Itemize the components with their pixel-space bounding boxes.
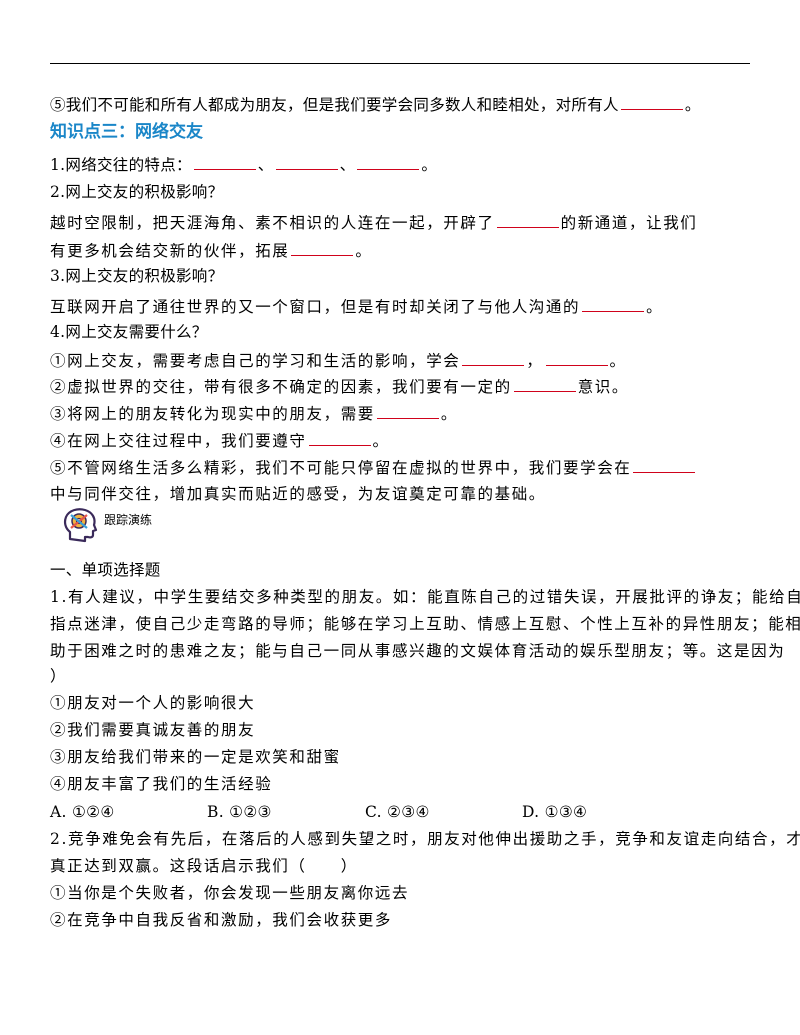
prev-item-5: ⑤我们不可能和所有人都成为朋友，但是我们要学会同多数人和睦相处，对所有人 。 (50, 94, 701, 115)
question-4-item-1: ①网上交友，需要考虑自己的学习和生活的影响，学会 ， 。 (50, 350, 627, 371)
answer-text: 互联网开启了通往世界的又一个窗口，但是有时却关闭了与他人沟通的 (50, 298, 581, 316)
answer-text: 的新通道，让我们 (560, 214, 698, 232)
question-type-heading: 一、单项选择题 (50, 561, 161, 579)
practice-label: 跟踪演练 (104, 513, 153, 527)
mc-question-2-statement-1: ①当你是个失败者，你会发现一些朋友离你远去 (50, 884, 410, 902)
answer-blank[interactable] (582, 296, 645, 312)
answer-blank[interactable] (308, 430, 371, 446)
answer-text: 意识。 (577, 378, 630, 396)
punctuation: 。 (609, 352, 627, 370)
question-4-item-5-cont: 中与同伴交往，增加真实而贴近的感受，为友谊奠定可靠的基础。 (50, 485, 546, 503)
question-2-answer-line-2: 有更多机会结交新的伙伴，拓展 。 (50, 240, 373, 261)
answer-text: ④在网上交往过程中，我们要遵守 (50, 432, 307, 450)
header-rule (50, 63, 750, 64)
answer-text: 越时空限制，把天涯海角、素不相识的人连在一起，开辟了 (50, 214, 495, 232)
question-2-answer-line-1: 越时空限制，把天涯海角、素不相识的人连在一起，开辟了 的新通道，让我们 (50, 212, 697, 233)
question-1-label: 1.网络交往的特点： (50, 156, 192, 174)
answer-blank[interactable] (376, 403, 439, 419)
answer-blank[interactable] (496, 212, 559, 228)
answer-text: 有更多机会结交新的伙伴，拓展 (50, 242, 290, 260)
answer-blank[interactable] (633, 457, 696, 473)
answer-blank[interactable] (545, 350, 608, 366)
question-4-item-2: ②虚拟世界的交往，带有很多不确定的因素，我们要有一定的 意识。 (50, 376, 629, 397)
punctuation: 。 (355, 242, 373, 260)
answer-text: ②虚拟世界的交往，带有很多不确定的因素，我们要有一定的 (50, 378, 512, 396)
answer-text: ③将网上的朋友转化为现实中的朋友，需要 (50, 405, 375, 423)
answer-blank[interactable] (357, 154, 420, 170)
question-3-label: 3.网上交友的积极影响？ (50, 267, 224, 285)
answer-blank[interactable] (620, 94, 683, 110)
option-d[interactable]: D. ①③④ (522, 803, 588, 821)
mc-question-1-statement-1: ①朋友对一个人的影响很大 (50, 694, 256, 712)
mc-question-2-line-2: 真正达到双赢。这段话启示我们（ ） (50, 857, 358, 875)
mc-question-1-statement-2: ②我们需要真诚友善的朋友 (50, 721, 256, 739)
head-gear-icon (63, 508, 98, 543)
mc-question-1-line-3: 助于困难之时的患难之友；能与自己一同从事感兴趣的文娱体育活动的娱乐型朋友；等。这… (50, 642, 800, 660)
punctuation: 。 (440, 405, 459, 423)
mc-question-2-statement-2: ②在竞争中自我反省和激励，我们会收获更多 (50, 911, 393, 929)
punctuation: 、 (339, 156, 356, 174)
question-2-label: 2.网上交友的积极影响？ (50, 183, 224, 201)
answer-blank[interactable] (275, 154, 338, 170)
question-4-item-4: ④在网上交往过程中，我们要遵守 。 (50, 430, 390, 451)
answer-text: ⑤不管网络生活多么精彩，我们不可能只停留在虚拟的世界中，我们要学会在 (50, 459, 632, 477)
question-4-item-5: ⑤不管网络生活多么精彩，我们不可能只停留在虚拟的世界中，我们要学会在 (50, 457, 697, 478)
mc-question-1-line-4: ） (50, 667, 66, 685)
question-3-answer: 互联网开启了通往世界的又一个窗口，但是有时却关闭了与他人沟通的 。 (50, 296, 663, 317)
punctuation: 。 (421, 156, 438, 174)
question-4-label: 4.网上交友需要什么？ (50, 323, 208, 341)
punctuation: ， (526, 352, 544, 370)
answer-blank[interactable] (462, 350, 525, 366)
option-b[interactable]: B. ①②③ (207, 803, 272, 821)
option-c[interactable]: C. ②③④ (365, 803, 430, 821)
mc-question-2-line-1: 2.竞争难免会有先后，在落后的人感到失望之时，朋友对他伸出援助之手，竞争和友谊走… (50, 830, 800, 848)
punctuation: 、 (257, 156, 274, 174)
punctuation: 。 (646, 298, 664, 316)
mc-question-1-line-2: 指点迷津，使自己少走弯路的导师；能够在学习上互助、情感上互慰、个性上互补的异性朋… (50, 615, 800, 633)
answer-blank[interactable] (513, 376, 576, 392)
answer-text: ①网上交友，需要考虑自己的学习和生活的影响，学会 (50, 352, 461, 370)
punctuation: 。 (684, 96, 701, 114)
punctuation: 。 (372, 432, 390, 450)
answer-blank[interactable] (291, 240, 354, 256)
question-1: 1.网络交往的特点： 、 、 。 (50, 154, 437, 175)
answer-blank[interactable] (193, 154, 256, 170)
mc-question-1-statement-3: ③朋友给我们带来的一定是欢笑和甜蜜 (50, 748, 341, 766)
section-title: 知识点三：网络交友 (50, 122, 203, 142)
mc-question-1-statement-4: ④朋友丰富了我们的生活经验 (50, 775, 273, 793)
option-a[interactable]: A. ①②④ (50, 803, 115, 821)
question-4-item-3: ③将网上的朋友转化为现实中的朋友，需要 。 (50, 403, 458, 424)
prev-item-5-text: ⑤我们不可能和所有人都成为朋友，但是我们要学会同多数人和睦相处，对所有人 (50, 96, 619, 114)
mc-question-1-line-1: 1.有人建议，中学生要结交多种类型的朋友。如：能直陈自己的过错失误，开展批评的诤… (50, 588, 800, 606)
